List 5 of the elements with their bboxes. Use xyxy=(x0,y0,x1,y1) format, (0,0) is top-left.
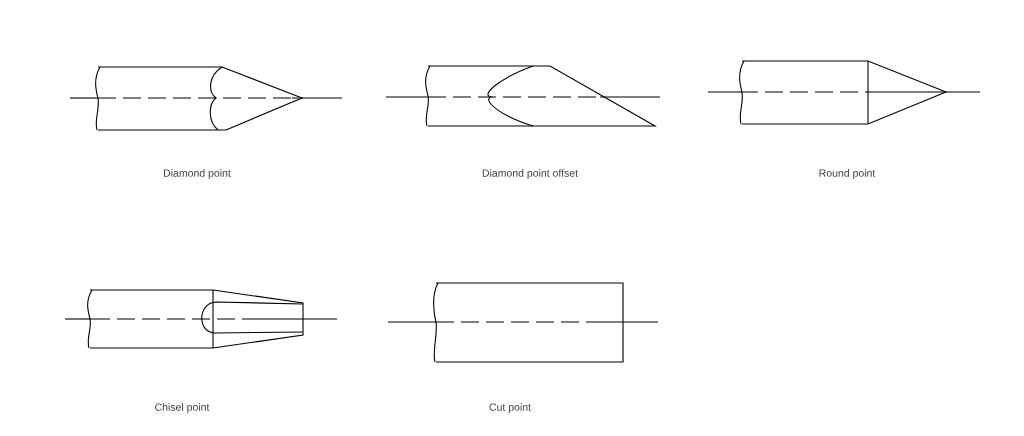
caption: Diamond point xyxy=(164,169,231,179)
caption: Cut point xyxy=(489,403,531,413)
caption: Diamond point offset xyxy=(482,169,578,179)
caption: Chisel point xyxy=(155,403,210,413)
caption: Round point xyxy=(819,169,876,179)
